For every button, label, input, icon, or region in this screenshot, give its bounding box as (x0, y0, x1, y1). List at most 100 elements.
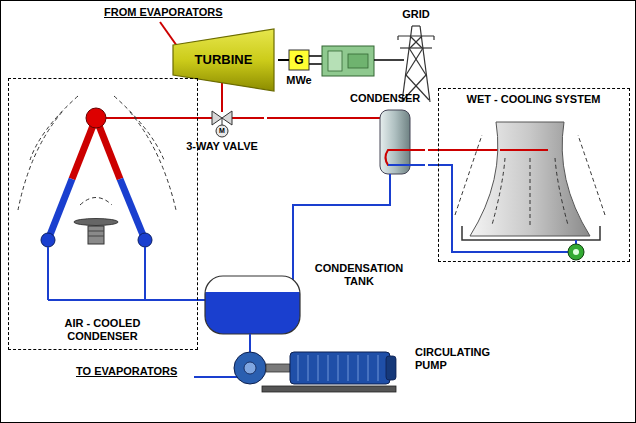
generator-box: G MWe (282, 50, 319, 92)
motor-fin (318, 355, 319, 381)
air-cooled-condenser-part (88, 236, 104, 237)
grid-tower-part (409, 48, 426, 75)
cooling-tower-part (438, 149, 500, 151)
grid-tower-part (400, 47, 432, 48)
pump-box: CIRCULATING PUMP (215, 344, 515, 398)
circulating-pump-part (266, 364, 290, 372)
grid-tower-part (402, 26, 412, 102)
pipe-connector (267, 117, 350, 119)
motor-fin (308, 355, 309, 381)
pipe-connector (428, 164, 438, 166)
motor-fin (378, 355, 379, 381)
pipe-connector (293, 180, 390, 262)
grid-label-holder: GRID (396, 8, 436, 21)
transformer-box-part (328, 51, 342, 71)
outlet-label: TO EVAPORATORS (76, 365, 192, 378)
air-cooled-condenser-part (41, 233, 55, 247)
motor-fin (298, 355, 299, 381)
cooling-tower-part (470, 122, 590, 236)
air-cooled-condenser-part (48, 179, 72, 240)
air-cooled-condenser-part (106, 117, 198, 119)
transformer-box-part (322, 46, 374, 76)
node-title: G (282, 52, 316, 68)
circulating-pump-part (262, 386, 396, 392)
node-title: TURBINE (172, 52, 275, 67)
air-cooled-condenser-part (80, 198, 112, 206)
grid-tower (398, 26, 434, 102)
transformer-box-part (374, 59, 404, 61)
generator-square-part (282, 59, 289, 61)
three-way-valve-part (212, 111, 222, 125)
node-title: AIR - COOLED CONDENSER (49, 317, 156, 343)
node-title: WET - COOLING SYSTEM (439, 93, 628, 106)
motor-fin (328, 355, 329, 381)
node-subtitle: MWe (282, 74, 316, 87)
cooling-tower-part (455, 135, 605, 215)
condenser-vessel-part (350, 117, 380, 119)
cooling-tower-part (568, 244, 584, 260)
cooling-tower (438, 122, 605, 260)
generator-shaft-part (309, 55, 322, 57)
three-way-valve (180, 111, 264, 137)
generator-shaft-part (309, 63, 322, 65)
cooling-tower-part (462, 226, 600, 240)
circulating-pump-part (386, 356, 396, 380)
node-title: CIRCULATING PUMP (415, 346, 510, 372)
grid-tower-part (410, 36, 422, 48)
node-title: 3-WAY VALVE (180, 140, 264, 153)
air-cooled-condenser-part (18, 96, 176, 210)
condenser-vessel-part (388, 164, 425, 166)
circulating-pump-part (249, 344, 251, 352)
air-cooled-condenser-part (74, 219, 118, 226)
pipe-connector (249, 340, 251, 344)
air-cooled-condenser-part (120, 179, 145, 240)
condenser-vessel-part (386, 150, 426, 165)
air-cooled-condenser-part (86, 108, 106, 128)
generator-shaft (309, 56, 322, 64)
circulating-pump-part (234, 352, 266, 384)
condensation-tank-part (205, 292, 300, 334)
cooling-tower-part (438, 165, 568, 252)
circulating-pump-part (194, 376, 240, 378)
condenser-vessel-part (389, 174, 391, 180)
grid-tower-part (433, 36, 434, 40)
condensation-tank-part (205, 276, 300, 334)
pipe-connector (428, 149, 438, 151)
condensation-tank (200, 262, 305, 342)
three-way-valve-part (222, 118, 223, 125)
node-title: CONDENSER (350, 92, 425, 105)
grid-tower-part (397, 36, 398, 40)
node-title: CONDENSATION TANK (305, 262, 413, 288)
motor-fins (298, 355, 378, 381)
cooling-tower-part (500, 149, 548, 151)
turbine-outlet-pipe-part (221, 83, 223, 112)
turbine-outline (173, 29, 274, 91)
tank-box: CONDENSATION TANK (205, 262, 440, 340)
pipe-connector (278, 59, 282, 61)
wet-cooling-region: WET - COOLING SYSTEM (438, 88, 630, 262)
motor-mark-holder: M (214, 126, 230, 136)
transformer-box (322, 46, 404, 76)
pipe-connector (198, 299, 205, 301)
motor-fin (368, 355, 369, 381)
condenser-box: CONDENSER (350, 92, 428, 180)
motor-fin (348, 355, 349, 381)
circulating-pump-part (290, 352, 390, 384)
cooling-tower-part (573, 249, 579, 255)
circulating-pump (194, 344, 396, 392)
outlet-label-holder: TO EVAPORATORS (76, 365, 192, 378)
grid-tower-part (406, 48, 423, 75)
air-cooled-condenser-part (48, 247, 198, 300)
grid-tower-part (420, 26, 430, 102)
air-cooled-region: AIR - COOLED CONDENSER (8, 78, 198, 350)
condenser-vessel (350, 110, 425, 180)
condensation-tank-part (292, 262, 294, 280)
transformer-box-part (348, 54, 368, 68)
air-cooled-condenser (18, 96, 198, 300)
cooling-tower-part (492, 158, 568, 225)
grid-label: GRID (396, 8, 436, 21)
three-way-valve-part (222, 111, 232, 125)
air-cooled-condenser-part (138, 233, 152, 247)
